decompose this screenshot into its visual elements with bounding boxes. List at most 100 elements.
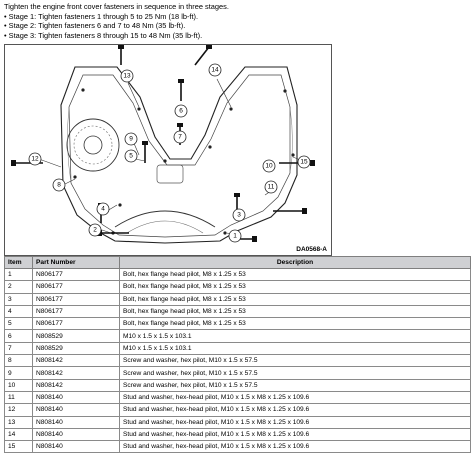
- description-cell: M10 x 1.5 x 1.5 x 103.1: [119, 341, 471, 356]
- description-cell: Bolt, hex flange head pilot, M8 x 1.25 x…: [119, 292, 471, 306]
- stage-3-text: • Stage 3: Tighten fasteners 8 through 1…: [4, 30, 203, 40]
- part-number-cell: N808140: [32, 440, 120, 454]
- callout-12-label: 12: [31, 156, 39, 163]
- item-cell: 9: [4, 366, 33, 380]
- table-header-row: Item Part Number Description: [4, 256, 471, 269]
- item-cell: 13: [4, 415, 33, 429]
- callout-9: [124, 132, 138, 146]
- item-cell: 3: [4, 292, 33, 306]
- description-cell: Bolt, hex flange head pilot, M8 x 1.25 x…: [119, 280, 471, 294]
- callout-badges: 1 2 3 4 5 6 7 8 9 10 11 12 13 1: [28, 63, 311, 243]
- item-cell: 7: [4, 341, 33, 356]
- callout-10-label: 10: [265, 163, 273, 170]
- description-cell: Stud and washer, hex-head pilot, M10 x 1…: [119, 415, 471, 429]
- callout-3: [232, 208, 246, 222]
- callout-1: [228, 229, 242, 243]
- callout-9-label: 9: [129, 136, 133, 143]
- item-cell: 2: [4, 280, 33, 294]
- item-cell: 11: [4, 390, 33, 405]
- callout-13: [120, 69, 134, 83]
- callout-13-label: 13: [123, 73, 131, 80]
- figure-code: DA0568-A: [296, 246, 327, 253]
- description-cell: Stud and washer, hex-head pilot, M10 x 1…: [119, 403, 471, 417]
- header-description: Description: [119, 256, 471, 269]
- description-cell: M10 x 1.5 x 1.5 x 103.1: [119, 329, 471, 343]
- part-number-cell: N806177: [32, 304, 120, 319]
- item-cell: 14: [4, 427, 33, 442]
- callout-8-label: 8: [57, 182, 61, 189]
- header-item: Item: [4, 256, 33, 269]
- engine-front-cover-illustration: 1 2 3 4 5 6 7 8 9 10 11 12 13 1: [4, 44, 332, 256]
- instructions: Tighten the engine front cover fasteners…: [4, 2, 470, 40]
- description-cell: Bolt, hex flange head pilot, M8 x 1.25 x…: [119, 267, 471, 282]
- callout-2: [88, 223, 102, 237]
- item-cell: 10: [4, 378, 33, 392]
- description-cell: Bolt, hex flange head pilot, M8 x 1.25 x…: [119, 317, 471, 331]
- callout-6: [174, 104, 188, 118]
- callout-11: [264, 180, 278, 194]
- header-part-number: Part Number: [32, 256, 120, 269]
- callout-11-label: 11: [268, 184, 275, 191]
- stage-2-text: • Stage 2: Tighten fasteners 6 and 7 to …: [4, 21, 186, 31]
- item-cell: 1: [4, 267, 33, 282]
- callout-5-label: 5: [129, 153, 133, 160]
- item-cell: 4: [4, 304, 33, 319]
- part-number-cell: N808529: [32, 341, 120, 356]
- callout-6-label: 6: [179, 108, 183, 115]
- part-number-cell: N806177: [32, 267, 120, 282]
- stage-1-text: • Stage 1: Tighten fasteners 1 through 5…: [4, 11, 199, 21]
- callout-4-label: 4: [101, 206, 105, 213]
- instructions-heading: Tighten the engine front cover fasteners…: [4, 2, 229, 11]
- part-number-cell: N808529: [32, 329, 120, 343]
- part-number-cell: N806177: [32, 292, 120, 306]
- callout-15-label: 15: [300, 159, 308, 166]
- item-cell: 12: [4, 403, 33, 417]
- description-cell: Bolt, hex flange head pilot, M8 x 1.25 x…: [119, 304, 471, 319]
- part-number-cell: N808140: [32, 415, 120, 429]
- bolt-heads: [11, 45, 315, 242]
- callout-3-label: 3: [237, 212, 241, 219]
- front-cover-drawing: 1 2 3 4 5 6 7 8 9 10 11 12 13 1: [11, 45, 327, 253]
- description-cell: Stud and washer, hex-head pilot, M10 x 1…: [119, 440, 471, 454]
- part-number-cell: N808142: [32, 354, 120, 368]
- part-number-cell: N808142: [32, 366, 120, 380]
- description-cell: Stud and washer, hex-head pilot, M10 x 1…: [119, 390, 471, 405]
- callout-2-label: 2: [93, 227, 97, 234]
- item-cell: 6: [4, 329, 33, 343]
- callout-14-label: 14: [211, 67, 219, 74]
- description-cell: Screw and washer, hex pilot, M10 x 1.5 x…: [119, 366, 471, 380]
- description-cell: Screw and washer, hex pilot, M10 x 1.5 x…: [119, 354, 471, 368]
- bolt-drawings: [15, 46, 311, 240]
- callout-15: [297, 155, 311, 169]
- cover-outline: [60, 66, 298, 244]
- callout-7-label: 7: [178, 134, 182, 141]
- part-number-cell: N806177: [32, 280, 120, 294]
- part-number-cell: N808142: [32, 378, 120, 392]
- part-number-cell: N806177: [32, 317, 120, 331]
- item-cell: 8: [4, 354, 33, 368]
- callout-1-label: 1: [233, 233, 237, 240]
- callout-14: [208, 63, 222, 77]
- part-number-cell: N808140: [32, 390, 120, 405]
- item-cell: 5: [4, 317, 33, 331]
- callout-7: [173, 130, 187, 144]
- item-cell: 15: [4, 440, 33, 454]
- callout-10: [262, 159, 276, 173]
- callout-5: [124, 149, 138, 163]
